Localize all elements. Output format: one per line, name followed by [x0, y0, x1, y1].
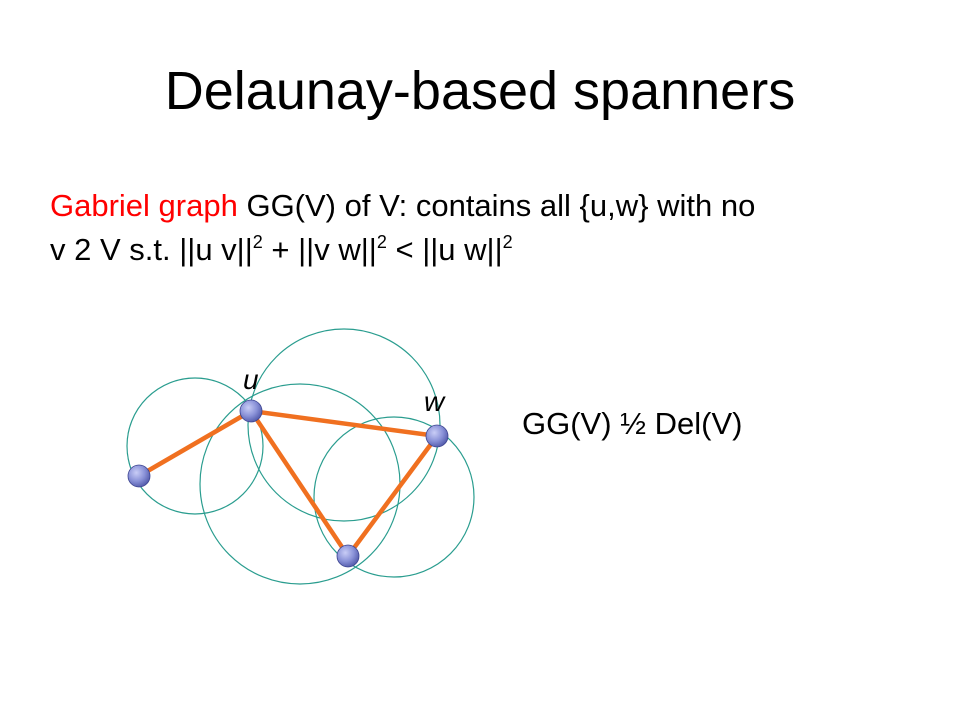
edge-a-u [136, 408, 254, 479]
graph-nodes [127, 399, 449, 568]
edge-u-v [248, 408, 351, 559]
definition-line-2-a: v 2 V s.t. ||u v|| [50, 232, 253, 267]
edge-u-w [248, 408, 440, 439]
node-u [239, 399, 263, 423]
definition-line-2-b: + ||v w|| [262, 232, 377, 267]
exponent-3: 2 [502, 232, 513, 252]
definition-line-2-c: < ||u w|| [386, 232, 503, 267]
definition-line-1: Gabriel graph GG(V) of V: contains all {… [50, 184, 930, 228]
definition-line-1-rest: GG(V) of V: contains all {u,w} with no [237, 188, 756, 223]
node-a [127, 464, 151, 488]
diametral-circle-a-u [126, 377, 264, 515]
node-v [336, 544, 360, 568]
exponent-1: 2 [252, 232, 263, 252]
edge-v-w [345, 433, 440, 559]
node-w [425, 424, 449, 448]
diametral-circle-v-w [313, 416, 475, 578]
gabriel-graph-definition: Gabriel graph GG(V) of V: contains all {… [50, 184, 930, 272]
definition-line-2: v 2 V s.t. ||u v||2 + ||v w||2 < ||u w||… [50, 228, 930, 272]
diametral-circles [126, 328, 475, 585]
exponent-2: 2 [376, 232, 387, 252]
graph-edges [136, 408, 440, 559]
diametral-circle-u-w [247, 328, 441, 522]
label-u: u [243, 364, 259, 395]
slide-title: Delaunay-based spanners [164, 61, 796, 121]
label-w: w [424, 386, 446, 417]
definition-term: Gabriel graph [50, 188, 238, 223]
subset-statement: GG(V) ½ Del(V) [522, 406, 743, 441]
